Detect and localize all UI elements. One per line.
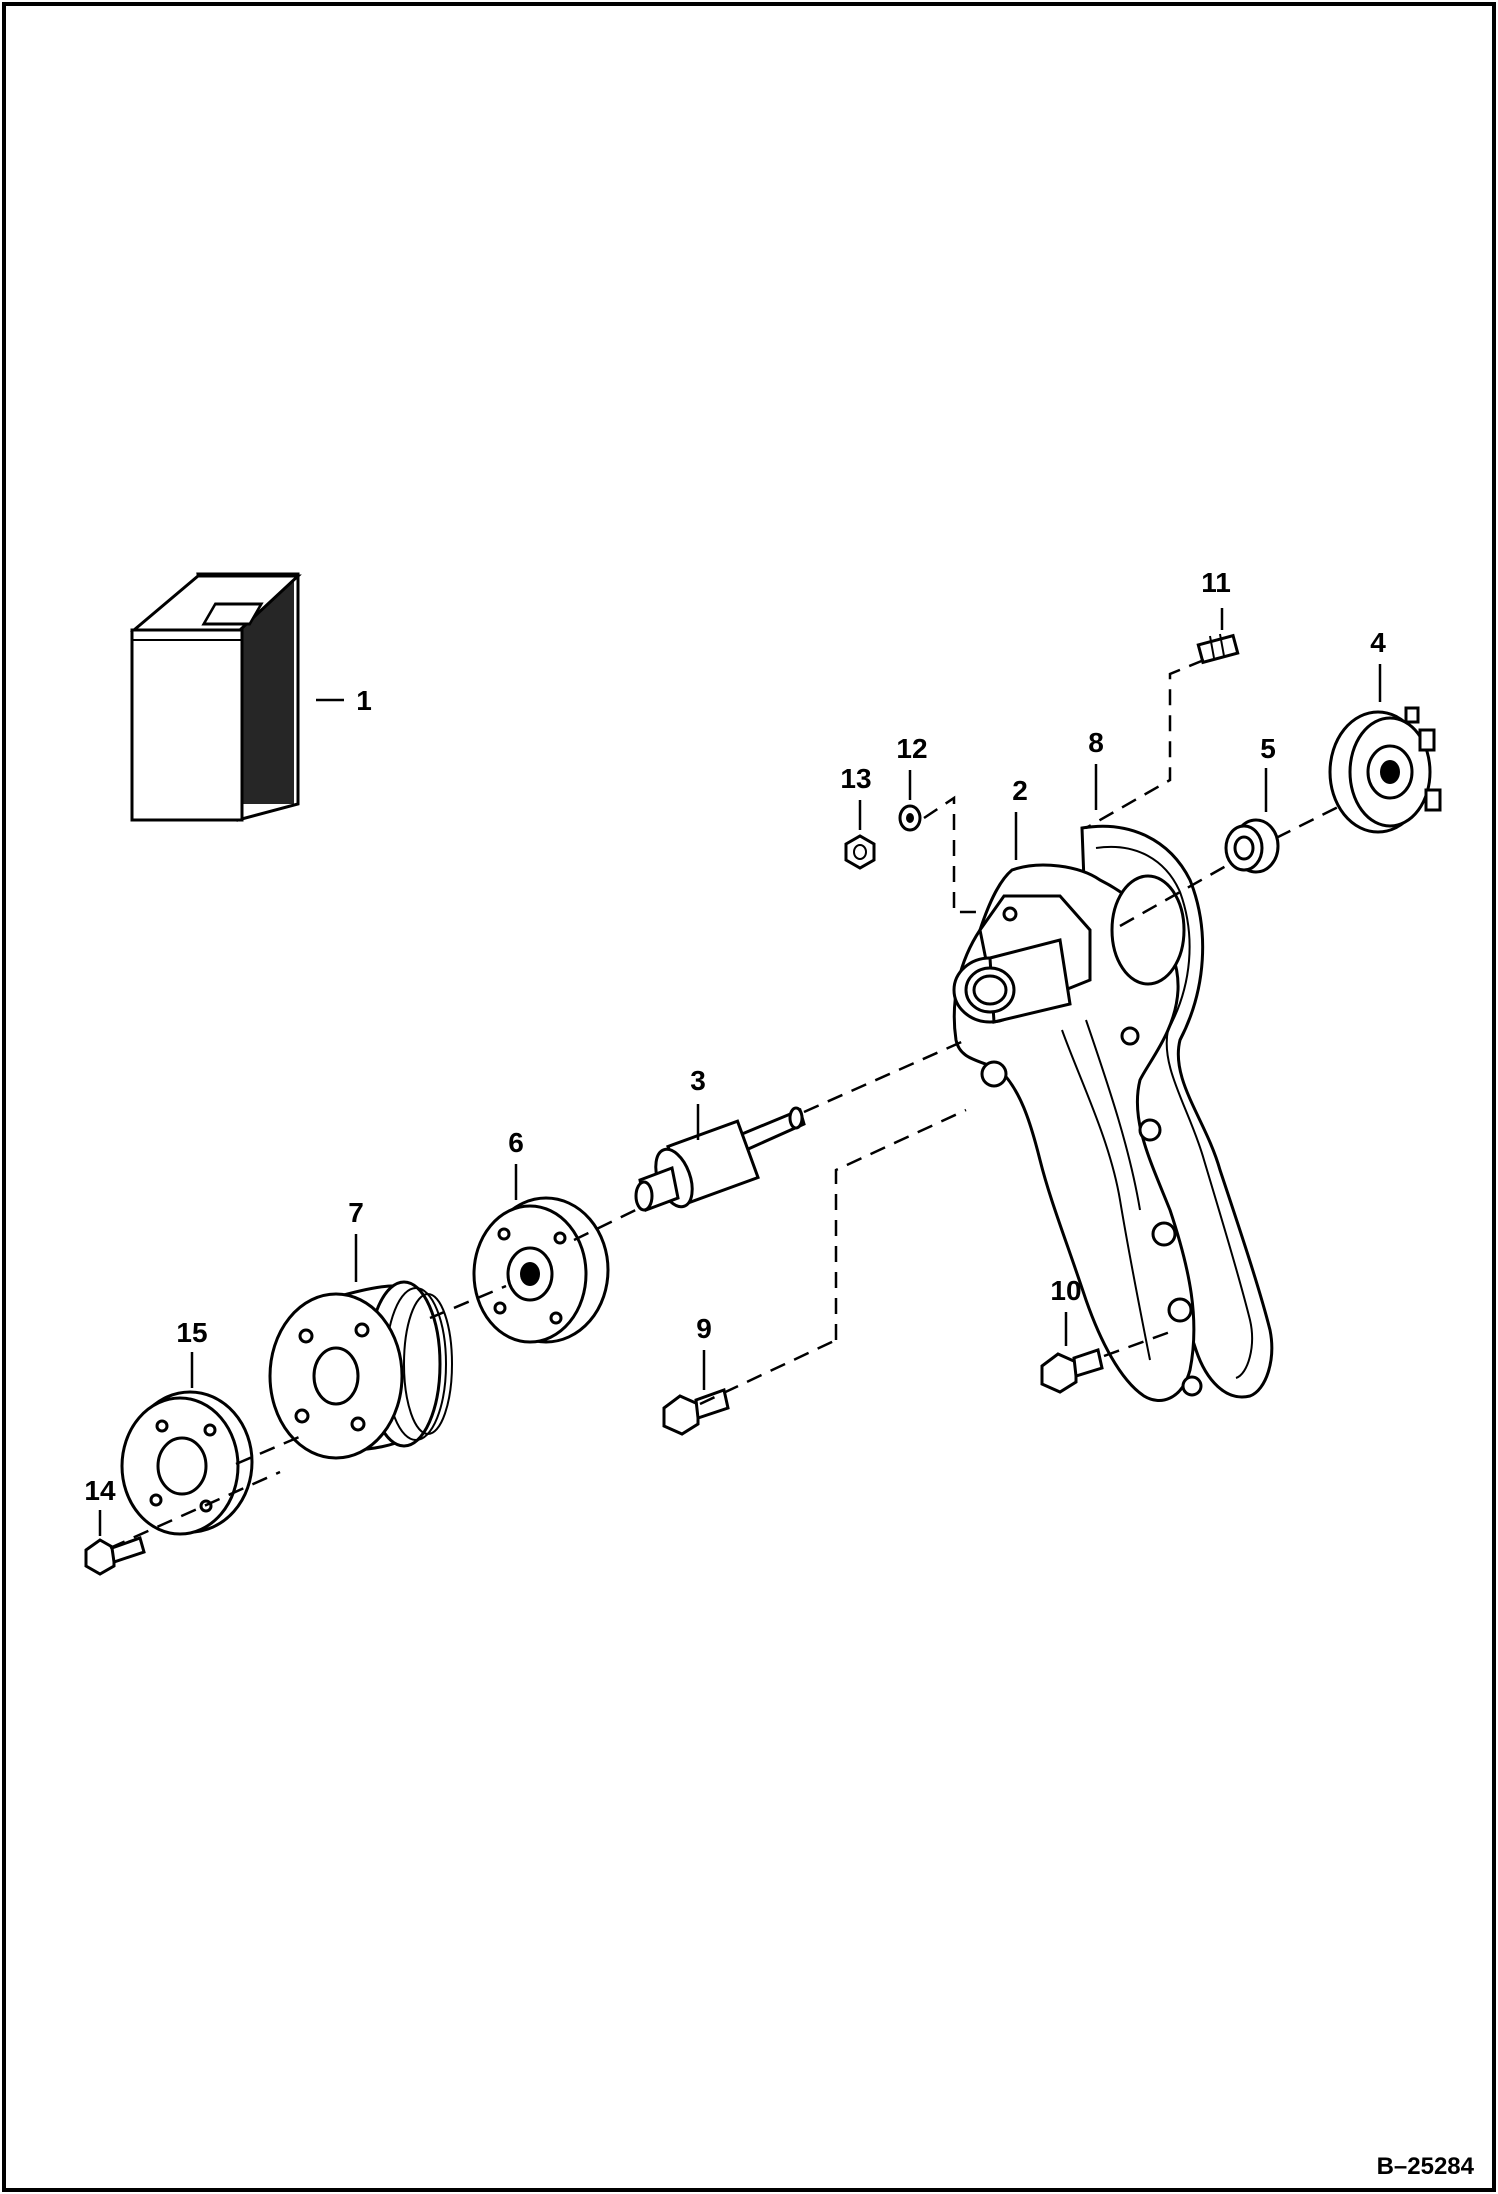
part-4-hub [1328, 706, 1442, 834]
callout-4: 4 [1370, 627, 1386, 658]
part-1-kit-box [129, 572, 344, 822]
part-3-shaft-bearing [634, 1106, 806, 1213]
callout-12: 12 [896, 733, 927, 764]
callout-11: 11 [1201, 567, 1231, 598]
callout-3: 3 [690, 1065, 706, 1096]
leader-lines [98, 608, 1382, 1536]
part-14-bolt [84, 1536, 146, 1576]
assembly-lines [109, 658, 1341, 1550]
callout-15: 15 [176, 1317, 207, 1348]
callout-2: 2 [1012, 775, 1028, 806]
part-12-lock-washer [898, 804, 922, 832]
callout-1: 1 [356, 685, 372, 716]
part-7-pulley [268, 1280, 453, 1460]
callout-9: 9 [696, 1313, 712, 1344]
part-11-stud [1196, 633, 1240, 665]
part-6-flange [472, 1196, 610, 1344]
callout-13: 13 [840, 763, 871, 794]
callout-6: 6 [508, 1127, 524, 1158]
part-5-seal [1224, 818, 1280, 874]
callout-7: 7 [348, 1197, 364, 1228]
part-9-bolt [662, 1388, 730, 1436]
figure-code: B–25284 [1377, 2153, 1475, 2180]
part-13-nut [844, 834, 876, 870]
callouts: 1 2 3 4 5 6 7 8 9 10 11 12 13 14 15 [84, 567, 1386, 1506]
callout-5: 5 [1260, 733, 1276, 764]
part-15-spacer [120, 1390, 254, 1536]
part-10-bolt [1040, 1348, 1104, 1394]
callout-8: 8 [1088, 727, 1104, 758]
callout-10: 10 [1050, 1275, 1081, 1306]
callout-14: 14 [84, 1475, 116, 1506]
part-2-water-pump-housing [952, 863, 1203, 1402]
